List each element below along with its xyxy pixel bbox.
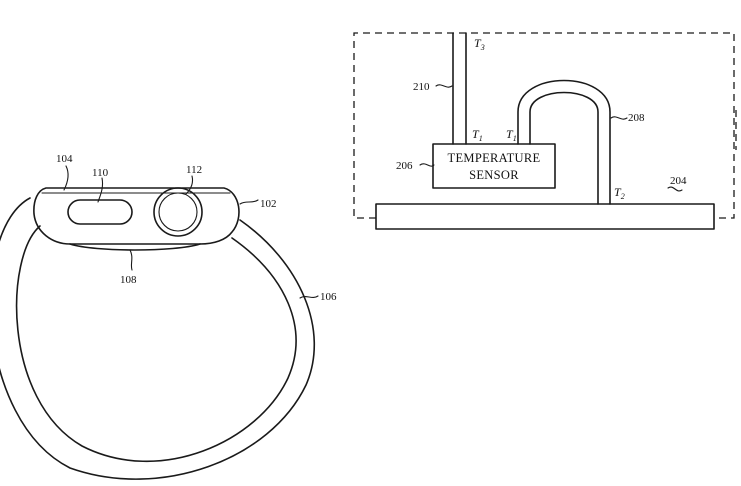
- leader-208: [610, 116, 628, 120]
- watch-back-sensor-surface: [69, 243, 201, 251]
- temp-t1-right: T1: [506, 127, 517, 143]
- sensor-box-line2: SENSOR: [469, 168, 519, 182]
- ref-106: 106: [320, 291, 337, 303]
- leader-112: [185, 175, 194, 195]
- leader-210: [435, 84, 453, 88]
- thermal-loop-inner: [529, 91, 599, 205]
- ref-108: 108: [120, 274, 137, 286]
- substrate-plate: [375, 203, 715, 230]
- leader-108: [129, 249, 133, 271]
- watch-case-outline: [33, 187, 240, 245]
- leader-102: [239, 199, 259, 205]
- sensor-figure: TEMPERATURE SENSOR 210 206 208 204 T3 T1…: [353, 32, 737, 230]
- ref-204: 204: [670, 175, 687, 187]
- ref-102: 102: [260, 198, 277, 210]
- leader-110: [97, 177, 104, 203]
- watch-band-inner: [15, 225, 297, 462]
- ref-208: 208: [628, 112, 645, 124]
- sensor-box-line1: TEMPERATURE: [448, 151, 541, 165]
- ref-112: 112: [186, 164, 202, 176]
- temp-t3: T3: [474, 36, 485, 52]
- leader-104: [63, 165, 69, 191]
- ref-110: 110: [92, 167, 109, 179]
- leader-206: [419, 163, 435, 167]
- watch-band-outer: [0, 197, 315, 480]
- watch-side-button: [67, 199, 133, 225]
- ref-104: 104: [56, 153, 73, 165]
- watch-crown-outer: [153, 187, 203, 237]
- watch-figure: 104 110 112 102 108 106: [0, 153, 337, 480]
- ref-206: 206: [396, 160, 413, 172]
- watch-crown-inner: [158, 192, 198, 232]
- ref-210: 210: [413, 81, 430, 93]
- temp-t2: T2: [614, 185, 625, 201]
- temp-t1-left: T1: [472, 127, 483, 143]
- leader-204: [667, 186, 683, 192]
- leader-106: [299, 295, 319, 299]
- dashed-enclosure: [353, 32, 735, 219]
- thermal-loop-outer: [517, 79, 611, 205]
